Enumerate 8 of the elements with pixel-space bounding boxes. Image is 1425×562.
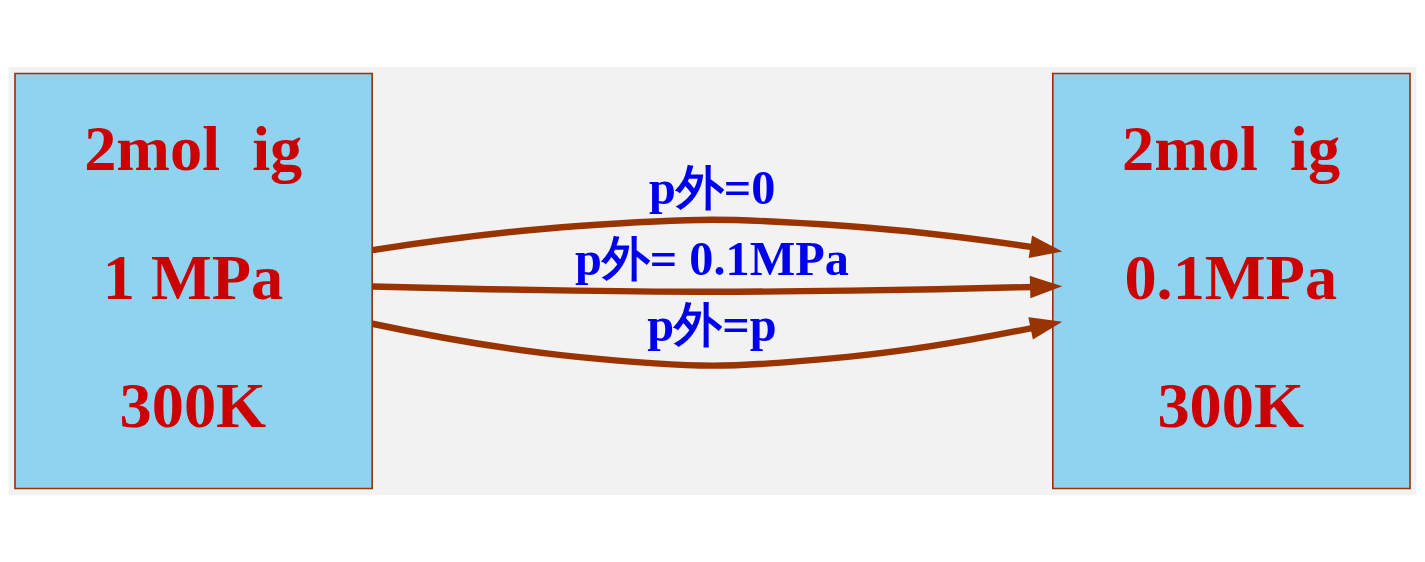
edge-label: p外=0 xyxy=(648,160,776,214)
arrow xyxy=(371,216,1063,258)
node-box: 2mol ig 1 MPa 300K xyxy=(14,72,373,490)
edge-label: p外= 0.1MPa xyxy=(574,231,849,285)
edge-label: p外=p xyxy=(647,297,777,351)
node-box: 2mol ig 0.1MPa 300K xyxy=(1052,72,1411,490)
arrow xyxy=(371,317,1063,369)
arrow xyxy=(372,275,1063,299)
